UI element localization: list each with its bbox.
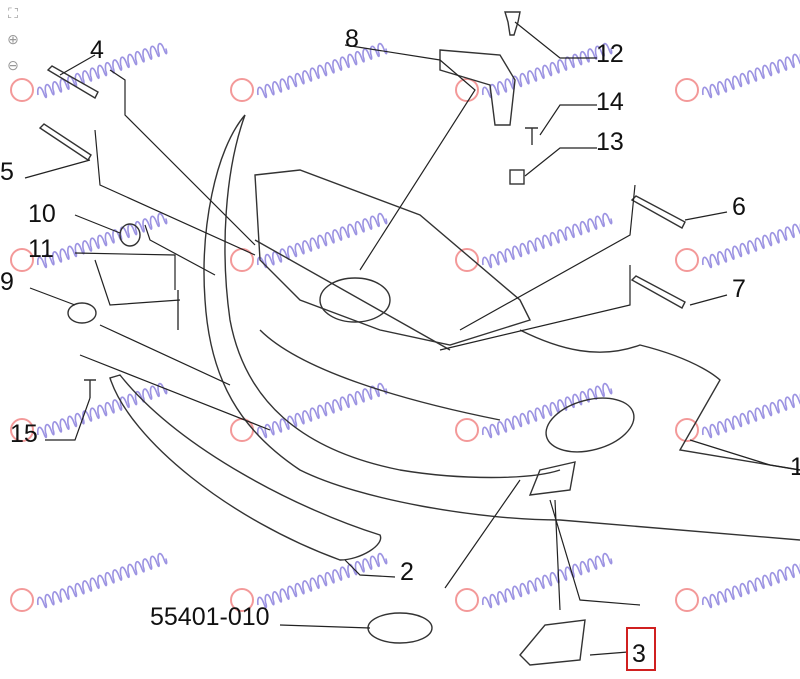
watermark-logo-icon: [455, 588, 479, 612]
label-1: 1: [790, 453, 800, 481]
watermark-lettering-icon: [481, 552, 613, 609]
watermark: [455, 212, 613, 272]
label-12: 12: [596, 40, 624, 68]
leader-lines: [24, 21, 800, 656]
watermark-logo-icon: [675, 418, 699, 442]
label-55401-010: 55401-010: [150, 603, 270, 631]
label-8: 8: [345, 25, 359, 53]
watermark-logo-icon: [455, 78, 479, 102]
watermark-lettering-icon: [481, 42, 613, 99]
trim-part-6[interactable]: [630, 195, 686, 229]
watermark-lettering-icon: [701, 42, 800, 99]
watermark-logo-icon: [230, 78, 254, 102]
watermark-logo-icon: [675, 248, 699, 272]
watermark: [230, 212, 388, 272]
label-5: 5: [0, 158, 14, 186]
watermark-lettering-icon: [36, 42, 168, 99]
watermark-lettering-icon: [481, 382, 613, 439]
watermark-logo-icon: [230, 588, 254, 612]
watermark: [230, 42, 388, 102]
watermark: [10, 552, 168, 612]
cap-part-10[interactable]: [119, 223, 141, 247]
trim-part-7[interactable]: [630, 275, 686, 309]
watermark: [10, 212, 168, 272]
watermark-lettering-icon: [36, 552, 168, 609]
watermark-lettering-icon: [256, 42, 388, 99]
trim-part-4[interactable]: [46, 65, 99, 99]
watermark-lettering-icon: [701, 382, 800, 439]
watermark: [675, 212, 800, 272]
watermark-logo-icon: [10, 78, 34, 102]
gasket-55401-010[interactable]: [367, 612, 433, 644]
watermark-lettering-icon: [256, 552, 388, 609]
label-15: 15: [10, 420, 38, 448]
screw-part-15[interactable]: [84, 379, 96, 398]
label-6: 6: [732, 193, 746, 221]
watermark-logo-icon: [10, 588, 34, 612]
nut-part-13[interactable]: [509, 169, 525, 185]
watermark-lettering-icon: [256, 382, 388, 439]
watermark: [10, 42, 168, 102]
label-2: 2: [400, 558, 414, 586]
label-3[interactable]: 3: [632, 640, 646, 668]
watermark-logo-icon: [10, 248, 34, 272]
watermark-lettering-icon: [481, 212, 613, 269]
grille-part-2[interactable]: [109, 374, 382, 561]
part-labels: 4 8 12 14 13 5 10 6 11 9 7 15 1 2 55401-…: [0, 25, 800, 671]
bumper-part-1[interactable]: [203, 114, 800, 541]
watermark-lettering-icon: [701, 552, 800, 609]
watermark-lettering-icon: [701, 212, 800, 269]
trim-part-5[interactable]: [38, 123, 92, 161]
label-7: 7: [732, 275, 746, 303]
watermark-logo-icon: [455, 418, 479, 442]
watermark: [455, 382, 613, 442]
watermark: [675, 552, 800, 612]
watermark-logo-icon: [455, 248, 479, 272]
watermark: [455, 552, 613, 612]
watermark: [675, 42, 800, 102]
label-11: 11: [28, 235, 54, 263]
label-13: 13: [596, 128, 624, 156]
label-4: 4: [90, 36, 104, 64]
label-10: 10: [28, 200, 56, 228]
watermark: [455, 42, 613, 102]
zoom-out-icon[interactable]: ⊖: [7, 57, 19, 73]
fog-cover-part-3[interactable]: [519, 619, 586, 666]
highlight-box: [626, 627, 656, 671]
watermark: [10, 382, 168, 442]
clip-part-12[interactable]: [504, 11, 521, 36]
watermark-lettering-icon: [36, 382, 168, 439]
watermark-logo-icon: [675, 588, 699, 612]
watermark: [675, 382, 800, 442]
bracket-part-8[interactable]: [439, 49, 516, 126]
watermark-logo-icon: [675, 78, 699, 102]
watermarks: [10, 42, 800, 612]
fit-screen-icon[interactable]: ⛶: [8, 5, 18, 21]
label-14: 14: [596, 88, 624, 116]
watermark-logo-icon: [10, 418, 34, 442]
label-9: 9: [0, 268, 14, 296]
screw-part-14[interactable]: [525, 127, 538, 145]
watermark-lettering-icon: [256, 212, 388, 269]
watermark-lettering-icon: [36, 212, 168, 269]
zoom-in-icon[interactable]: ⊕: [7, 31, 19, 47]
cap-part-9[interactable]: [67, 302, 97, 324]
